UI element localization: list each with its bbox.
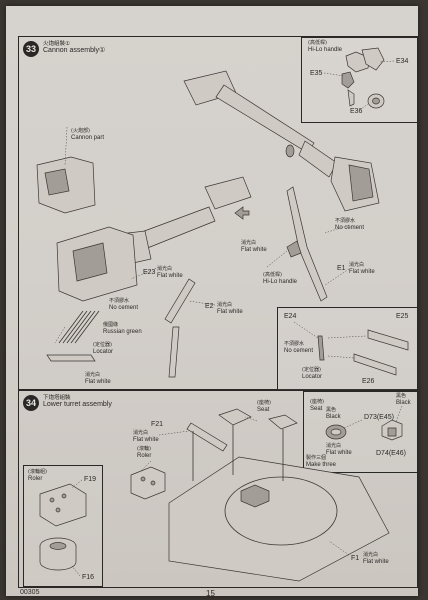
locator-inset-label-cn: (定位器) <box>302 367 321 373</box>
cannon-assembly-drawing <box>36 70 380 378</box>
seat-inset-title-en: Seat <box>310 405 323 412</box>
part-d73: D73(E45) <box>364 414 394 421</box>
step-34-header: 34 下炮塔組裝 Lower turret assembly <box>23 395 112 411</box>
no-cement-label-en: No cement <box>109 304 139 311</box>
e1-color-en: Flat white <box>349 268 375 275</box>
russian-green-label-cn: 俄國綠 <box>103 322 119 328</box>
hilo-handle-inset: (高低桿) Hi-Lo handle E35 E34 E36 <box>301 37 418 123</box>
locator-drawing <box>293 321 409 376</box>
cannon-part-label-en: Cannon part <box>71 134 105 141</box>
roler-inset-title-cn: (滾輪組) <box>28 469 47 475</box>
lower-turret-drawing <box>130 408 390 582</box>
seat-inset-title-cn: (座椅) <box>310 399 324 405</box>
part-e24: E24 <box>284 313 297 320</box>
part-e23: E23 <box>143 269 156 276</box>
part-e36: E36 <box>350 108 363 115</box>
e2-color-en: Flat white <box>217 308 243 315</box>
product-code: 00305 <box>20 589 40 596</box>
seat-black2-cn: 黑色 <box>396 393 407 399</box>
roler-drawing <box>39 479 87 577</box>
f1-color-en: Flat white <box>363 558 389 565</box>
handle-color-en: Flat white <box>241 246 267 253</box>
part-f16: F16 <box>82 574 95 581</box>
step-33-title-cn: 火炮組裝① <box>43 41 70 47</box>
step-34-lower-turret-assembly: 34 下炮塔組裝 Lower turret assembly (座椅) Seat… <box>18 390 418 588</box>
instruction-page: 33 火炮組裝① Cannon assembly① (高低桿) Hi-Lo ha… <box>6 6 418 596</box>
seat-black2-en: Black <box>396 399 411 406</box>
russian-green-label-en: Russian green <box>103 328 142 335</box>
e23-color-cn: 消光白 <box>157 266 173 272</box>
step-34-title-en: Lower turret assembly <box>43 401 112 409</box>
step-33-number: 33 <box>23 41 39 57</box>
e23-color-en: Flat white <box>157 272 183 279</box>
f1-color-cn: 消光白 <box>363 552 379 558</box>
seat-flat-white-en: Flat white <box>326 449 352 456</box>
seat-inset: (座椅) Seat 黑色 Black 黑色 Black D73(E45) D74… <box>303 391 418 473</box>
seat-black-en: Black <box>326 413 341 420</box>
f21-color-cn: 消光白 <box>133 430 149 436</box>
f21-color-en: Flat white <box>133 436 159 443</box>
part-e2: E2 <box>205 303 214 310</box>
step-33-cannon-assembly: 33 火炮組裝① Cannon assembly① (高低桿) Hi-Lo ha… <box>18 36 418 391</box>
hilo-inset-title-cn: (高低桿) <box>308 40 327 46</box>
hilo-handle-drawing <box>323 47 395 111</box>
make-three-en: Make three <box>306 461 337 468</box>
part-e35: E35 <box>310 70 323 77</box>
step-34-number: 34 <box>23 395 39 411</box>
part-e26: E26 <box>362 378 375 385</box>
seat-label-en: Seat <box>257 406 270 413</box>
right-no-cement-cn: 不須膠水 <box>335 218 356 224</box>
step-34-title-cn: 下炮塔組裝 <box>43 395 71 401</box>
step-33-title-en: Cannon assembly① <box>43 47 106 55</box>
part-f19: F19 <box>84 476 97 483</box>
no-cement-label-cn: 不須膠水 <box>109 298 130 304</box>
seat-flat-white-cn: 消光白 <box>326 443 342 449</box>
roler-inset-title-en: Roler <box>28 475 43 482</box>
hilo-label-cn: (高低桿) <box>263 272 282 278</box>
handle-color-cn: 消光白 <box>241 240 257 246</box>
make-three-cn: 製作三個 <box>306 455 327 461</box>
locator-inset-label-en: Locator <box>302 373 323 380</box>
locator-inset-no-cement-cn: 不須膠水 <box>284 341 305 347</box>
part-e1: E1 <box>337 265 346 272</box>
hilo-inset-title-en: Hi-Lo handle <box>308 46 343 53</box>
seat-drawing <box>325 405 403 441</box>
spring-color-cn: 消光白 <box>85 372 101 378</box>
seat-black-cn: 黑色 <box>326 407 337 413</box>
part-e25: E25 <box>396 313 409 320</box>
roller-label-en: Roler <box>137 452 152 459</box>
part-f1: F1 <box>351 555 360 562</box>
roller-label-cn: (滾輪) <box>137 446 151 452</box>
part-f21: F21 <box>151 421 164 428</box>
part-d74: D74(E46) <box>376 450 406 457</box>
page-number: 15 <box>206 589 215 596</box>
locator-inset-no-cement-en: No cement <box>284 347 314 354</box>
spring-color-en: Flat white <box>85 378 111 385</box>
locator-label-cn: (定位器) <box>93 342 112 348</box>
hilo-label-en: Hi-Lo handle <box>263 278 298 285</box>
step-33-header: 33 火炮組裝① Cannon assembly① <box>23 41 105 57</box>
part-e34: E34 <box>396 58 409 65</box>
locator-label-en: Locator <box>93 348 114 355</box>
e1-color-cn: 消光白 <box>349 262 365 268</box>
right-no-cement-en: No cement <box>335 224 365 231</box>
roler-inset: (滾輪組) Roler F19 F16 <box>23 465 103 587</box>
seat-label-cn: (座椅) <box>257 400 271 406</box>
e2-color-cn: 消光白 <box>217 302 233 308</box>
cannon-part-label-cn: (火炮部) <box>71 128 90 134</box>
